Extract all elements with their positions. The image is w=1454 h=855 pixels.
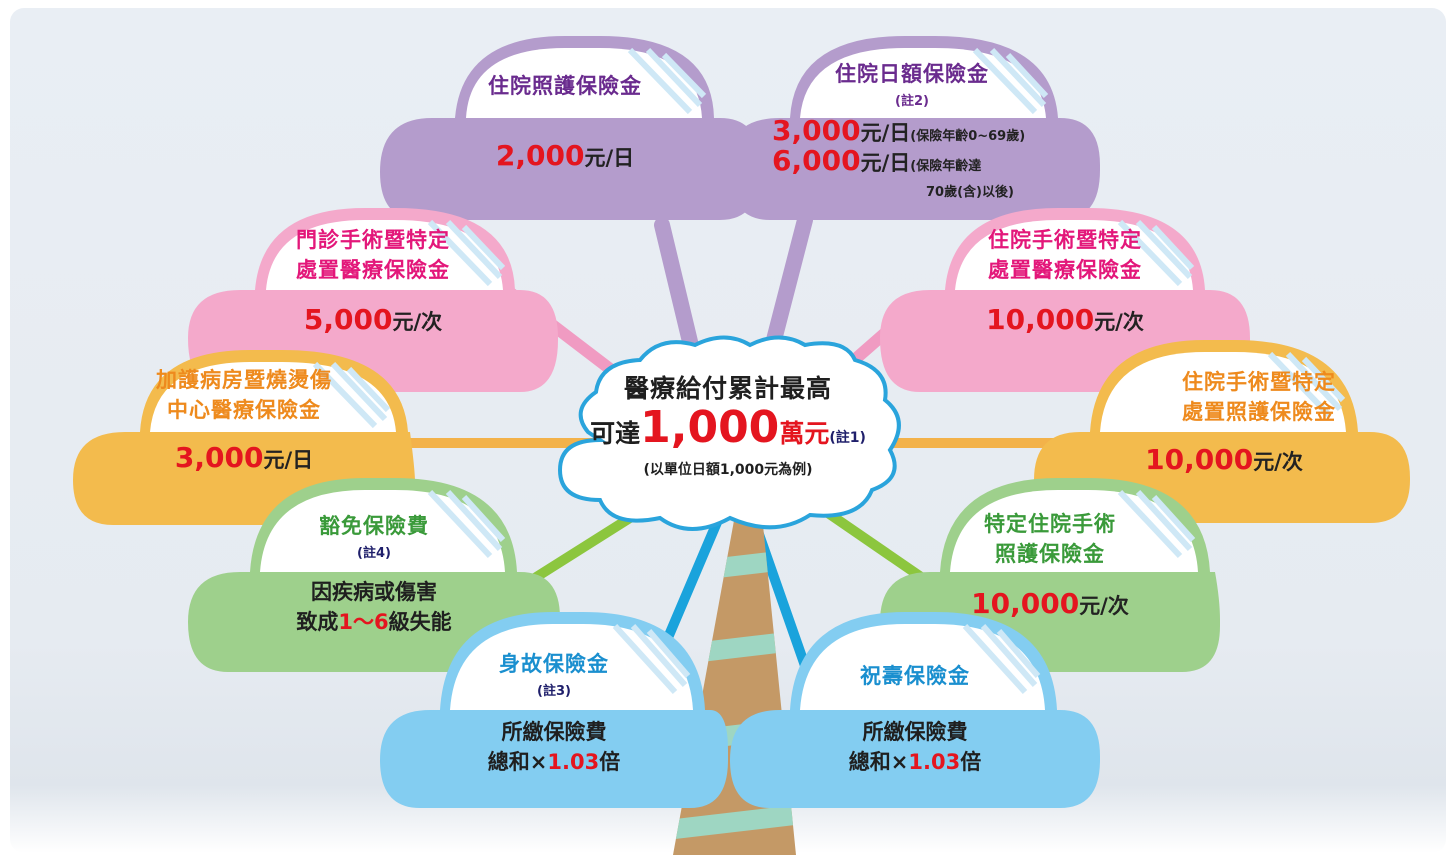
- card-title-line2: 處置醫療保險金: [296, 258, 450, 282]
- amount-value-1: 3,000: [772, 114, 861, 147]
- car-shape-daily-hospital: [728, 36, 1100, 220]
- card-title-line2: 處置照護保險金: [1182, 400, 1336, 424]
- center-cloud: [557, 335, 901, 531]
- amount-unit: 元/次: [1094, 310, 1144, 334]
- card-inpatient-surgery-care: 住院手術暨特定 處置照護保險金 10,000元/次: [1034, 340, 1410, 523]
- amount-value: 2,000: [495, 139, 585, 172]
- amount-cond-2a: (保險年齡達: [910, 159, 982, 174]
- car-shape-inpatient-surgery-care: [1034, 340, 1410, 523]
- car-shape-hospital-care: [380, 36, 760, 220]
- card-amount: 10,000元/次: [880, 306, 1250, 336]
- card-amount: 3,000元/日: [73, 444, 415, 474]
- card-title: 住院日額保險金: [835, 62, 989, 86]
- center-total-unit: 萬元: [779, 419, 830, 448]
- card-title: 住院照護保險金: [488, 74, 642, 98]
- amount-unit: 元/日: [263, 448, 314, 472]
- card-title: 豁免保險費: [319, 514, 429, 538]
- amount-value: 5,000: [303, 303, 393, 336]
- card-amount: 10,000元/次: [880, 590, 1220, 620]
- line2-value: 1～6: [338, 610, 389, 634]
- card-line1: 因疾病或傷害: [311, 580, 437, 604]
- card-line1: 所繳保險費: [862, 720, 968, 744]
- card-line1: 所繳保險費: [501, 720, 607, 744]
- card-amount: 5,000元/次: [188, 306, 558, 336]
- amount-value-2: 6,000: [772, 144, 861, 177]
- amount-unit-1: 元/日: [860, 121, 911, 145]
- line2-value: 1.03: [908, 750, 961, 774]
- amount-value: 10,000: [986, 303, 1095, 336]
- car-shape-longevity-benefit: [730, 612, 1100, 808]
- card-title-line2: 處置醫療保險金: [988, 258, 1142, 282]
- line2-prefix: 總和×: [848, 750, 909, 774]
- card-note: (註4): [357, 546, 391, 561]
- center-total: 可達1,000萬元(註1): [560, 406, 896, 460]
- amount-unit: 元/次: [1079, 594, 1129, 618]
- car-shape-outpatient-surgery: [188, 208, 558, 392]
- card-line2: 致成1～6級失能: [188, 608, 560, 636]
- card-note: (註2): [895, 94, 929, 109]
- card-title-line2: 照護保險金: [995, 542, 1105, 566]
- card-icu-burn: 加護病房暨燒燙傷 中心醫療保險金 3,000元/日: [73, 350, 415, 525]
- card-title-line1: 住院手術暨特定: [988, 228, 1142, 252]
- line2-suffix: 級失能: [388, 610, 452, 634]
- card-note: (註3): [537, 684, 571, 699]
- amount-unit: 元/日: [584, 146, 635, 170]
- card-title-line2: 中心醫療保險金: [167, 398, 321, 422]
- card-outpatient-surgery: 門診手術暨特定 處置醫療保險金 5,000元/次: [188, 208, 558, 392]
- center-total-value: 1,000: [640, 402, 780, 453]
- line2-suffix: 倍: [960, 750, 982, 774]
- card-title-line1: 門診手術暨特定: [296, 228, 450, 252]
- car-shape-death-benefit: [380, 612, 728, 808]
- card-title: 身故保險金: [499, 652, 609, 676]
- card-title-line1: 特定住院手術: [984, 512, 1116, 536]
- center-total-prefix: 可達: [590, 419, 641, 448]
- card-inpatient-surgery-medical: 住院手術暨特定 處置醫療保險金 10,000元/次: [880, 208, 1250, 392]
- card-amount-2: 6,000元/日(保險年齡達: [772, 146, 981, 182]
- amount-value: 10,000: [1145, 443, 1254, 476]
- amount-cond-2b: 70歲(含)以後): [926, 185, 1014, 200]
- amount-unit: 元/次: [1253, 450, 1303, 474]
- card-specific-surgery-care: 特定住院手術 照護保險金 10,000元/次: [880, 478, 1220, 672]
- card-amount: 10,000元/次: [1074, 446, 1374, 476]
- card-title: 祝壽保險金: [860, 664, 970, 688]
- card-line2: 總和×1.03倍: [380, 748, 728, 776]
- card-amount: 2,000元/日: [380, 142, 750, 172]
- card-line2: 總和×1.03倍: [730, 748, 1100, 776]
- card-premium-waiver: 豁免保險費 (註4) 因疾病或傷害 致成1～6級失能: [188, 478, 560, 672]
- card-title-line1: 加護病房暨燒燙傷: [156, 368, 332, 392]
- line2-suffix: 倍: [599, 750, 621, 774]
- amount-value: 10,000: [971, 587, 1080, 620]
- card-longevity-benefit: 祝壽保險金 所繳保險費 總和×1.03倍: [730, 612, 1100, 808]
- amount-value: 3,000: [174, 441, 264, 474]
- center-example-note: (以單位日額1,000元為例): [643, 462, 813, 478]
- amount-cond-1: (保險年齡0~69歲): [910, 129, 1026, 144]
- center-headline: 醫療給付累計最高: [623, 374, 832, 403]
- card-daily-hospital: 住院日額保險金 (註2) 3,000元/日(保險年齡0~69歲) 6,000元/…: [728, 36, 1100, 220]
- amount-unit-2: 元/日: [860, 151, 911, 175]
- card-hospital-care: 住院照護保險金 2,000元/日: [380, 36, 760, 220]
- line2-value: 1.03: [547, 750, 600, 774]
- amount-unit: 元/次: [392, 310, 443, 334]
- center-summary: 醫療給付累計最高 可達1,000萬元(註1) (以單位日額1,000元為例): [560, 372, 896, 480]
- center-total-note: (註1): [829, 430, 866, 446]
- car-shape-premium-waiver: [188, 478, 560, 672]
- line2-prefix: 總和×: [487, 750, 548, 774]
- card-title-line1: 住院手術暨特定: [1182, 370, 1336, 394]
- card-amount-1: 3,000元/日(保險年齡0~69歲): [772, 116, 1025, 152]
- card-death-benefit: 身故保險金 (註3) 所繳保險費 總和×1.03倍: [380, 612, 728, 808]
- line2-prefix: 致成: [296, 610, 339, 634]
